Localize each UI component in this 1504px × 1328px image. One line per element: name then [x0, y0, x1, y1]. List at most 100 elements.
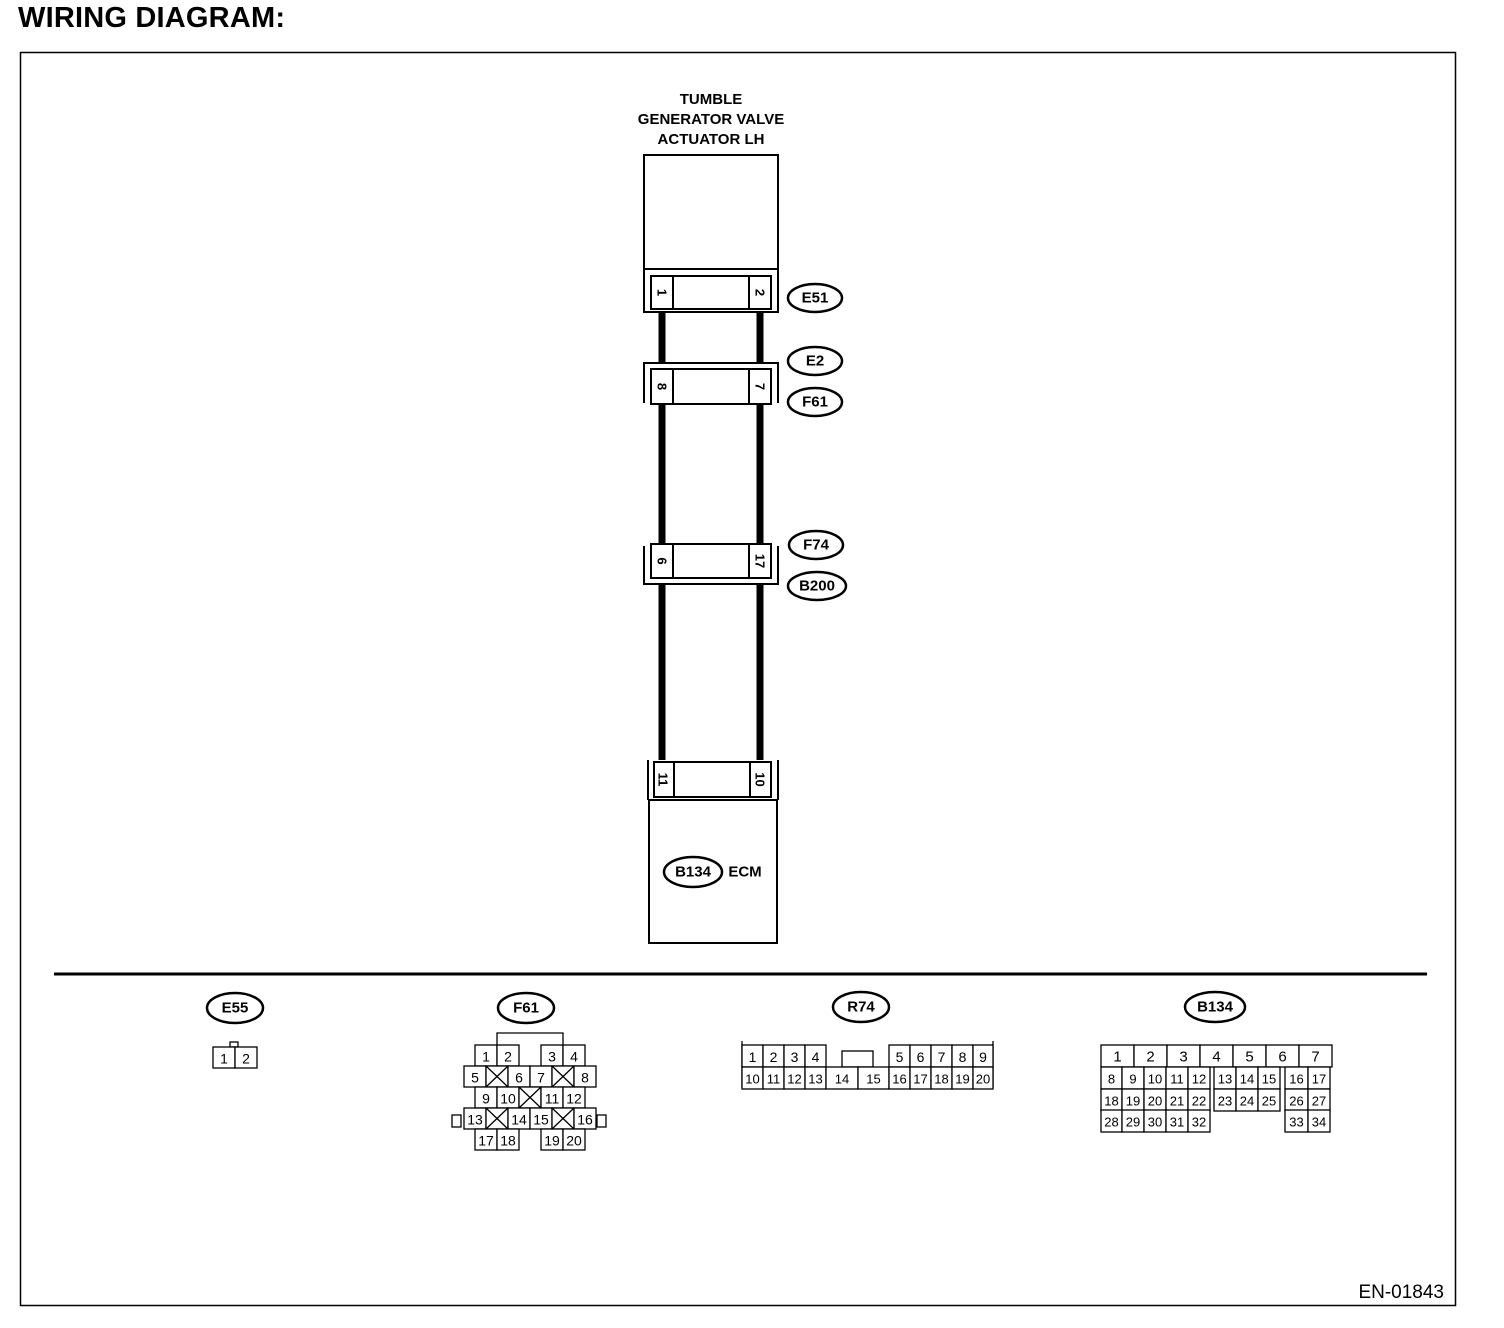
pin-b200-17: 17 [753, 554, 768, 568]
actuator-title-line-2: GENERATOR VALVE [638, 111, 784, 128]
badge-b134-ecm-label: B134 [675, 864, 712, 881]
b134-pin-17: 17 [1312, 1072, 1326, 1087]
badge-b200-label: B200 [799, 578, 835, 595]
f61-blank-2-cross-b [551, 1065, 575, 1088]
b134-pin-19: 19 [1126, 1094, 1140, 1109]
diagram-frame [19, 51, 1457, 1307]
page-title: WIRING DIAGRAM: [18, 2, 286, 34]
b134-pin-20: 20 [1148, 1094, 1162, 1109]
badge-f74-label: F74 [803, 537, 830, 554]
b134-pin-2: 2 [1146, 1049, 1154, 1066]
badge-r74-label: R74 [847, 999, 875, 1016]
f61-pin-2: 2 [504, 1049, 512, 1065]
b134-pin-11: 11 [1170, 1072, 1184, 1087]
b134-pin-29: 29 [1126, 1115, 1140, 1130]
badge-e51 [786, 282, 844, 314]
actuator-title-line-3: ACTUATOR LH [658, 131, 765, 148]
r74-pin-2: 2 [770, 1049, 778, 1065]
connector-e2-f61 [643, 362, 779, 405]
r74-pin-14: 14 [835, 1072, 849, 1087]
b134-pin-26: 26 [1289, 1094, 1303, 1109]
b134-pin-4: 4 [1212, 1049, 1220, 1066]
r74-pin-18: 18 [934, 1072, 948, 1087]
badge-e2-label: E2 [806, 353, 824, 370]
badge-e55 [205, 991, 265, 1025]
r74-pin-15: 15 [866, 1072, 880, 1087]
badge-b134-ecm [662, 855, 724, 889]
r74-pin-19: 19 [955, 1072, 969, 1087]
r74-pin-6: 6 [917, 1049, 925, 1065]
badge-r74 [831, 990, 891, 1024]
f61-tab-right [596, 1114, 607, 1128]
badge-f61-upper [786, 386, 844, 418]
actuator-body [643, 154, 779, 270]
f61-blank-3-cross-b [518, 1086, 542, 1109]
r74-pin-16: 16 [892, 1072, 906, 1087]
f61-latch [496, 1032, 564, 1045]
pin-e51-1: 1 [655, 289, 670, 296]
b134-pin-31: 31 [1170, 1115, 1184, 1130]
r74-pin-12: 12 [787, 1072, 801, 1087]
r74-key [841, 1050, 874, 1068]
f61-pin-20-cell [562, 1128, 586, 1151]
f61-blank-4-cross-b [485, 1107, 509, 1130]
pin-e51-2: 2 [753, 289, 768, 296]
r74-pin-17: 17 [913, 1072, 927, 1087]
f61-pin-13: 13 [467, 1112, 483, 1128]
ecm-connector [647, 760, 779, 800]
b134-pin-34: 34 [1312, 1115, 1326, 1130]
badge-b134-view [1183, 990, 1247, 1024]
f61-pin-6: 6 [515, 1070, 523, 1086]
b134-pin-12: 12 [1192, 1072, 1206, 1087]
b134-pin-9: 9 [1129, 1072, 1136, 1087]
f61-pin-5: 5 [471, 1070, 479, 1086]
f61-pin-20: 20 [566, 1133, 582, 1149]
pin-b134-11: 11 [656, 773, 671, 787]
f61-pin-10: 10 [500, 1091, 516, 1107]
b134-pin-6: 6 [1278, 1049, 1286, 1066]
f61-pin-7: 7 [537, 1070, 545, 1086]
b134-pin-18: 18 [1104, 1094, 1118, 1109]
r74-pin-11: 11 [767, 1072, 781, 1087]
connector-f74-b200 [643, 543, 779, 585]
ecm-body [648, 799, 778, 944]
badge-f74 [787, 529, 845, 561]
b134-pin-24: 24 [1240, 1094, 1254, 1109]
r74-pin-10: 10 [745, 1072, 759, 1087]
f61-pin-11: 11 [545, 1091, 560, 1107]
f61-pin-3: 3 [548, 1049, 556, 1065]
b134-pin-7: 7 [1311, 1049, 1319, 1066]
e55-latch [229, 1041, 239, 1048]
b134-pin-1: 1 [1113, 1049, 1121, 1066]
f61-pin-18-cell [496, 1128, 520, 1151]
e55-pin-2-cell [234, 1046, 258, 1069]
b134-pin-21: 21 [1170, 1094, 1184, 1109]
f61-pin-4: 4 [570, 1049, 578, 1065]
b134-pin-5: 5 [1245, 1049, 1253, 1066]
f61-pin-12: 12 [566, 1091, 582, 1107]
r74-pin-1: 1 [749, 1049, 757, 1065]
b134-pin-14: 14 [1240, 1072, 1254, 1087]
b134-pin-22: 22 [1192, 1094, 1206, 1109]
f61-blank-1-cross-b [485, 1065, 509, 1088]
badge-e55-label: E55 [222, 1000, 249, 1017]
pin-b200-6: 6 [655, 557, 670, 564]
f61-pin-16: 16 [577, 1112, 593, 1128]
b134-pin-25-cell [1257, 1088, 1281, 1112]
b134-pin-27: 27 [1312, 1094, 1326, 1109]
b134-pin-16: 16 [1289, 1072, 1303, 1087]
b134-pin-23: 23 [1218, 1094, 1232, 1109]
badge-f61-view-label: F61 [513, 1000, 539, 1017]
f61-pin-18: 18 [500, 1133, 516, 1149]
f61-tab-left [451, 1114, 462, 1128]
b134-pin-28: 28 [1104, 1115, 1118, 1130]
ecm-label: ECM [728, 864, 761, 881]
r74-pin-20: 20 [976, 1072, 990, 1087]
diagram-code: EN-01843 [1358, 1282, 1444, 1303]
r74-pin-20-cell [972, 1066, 994, 1090]
